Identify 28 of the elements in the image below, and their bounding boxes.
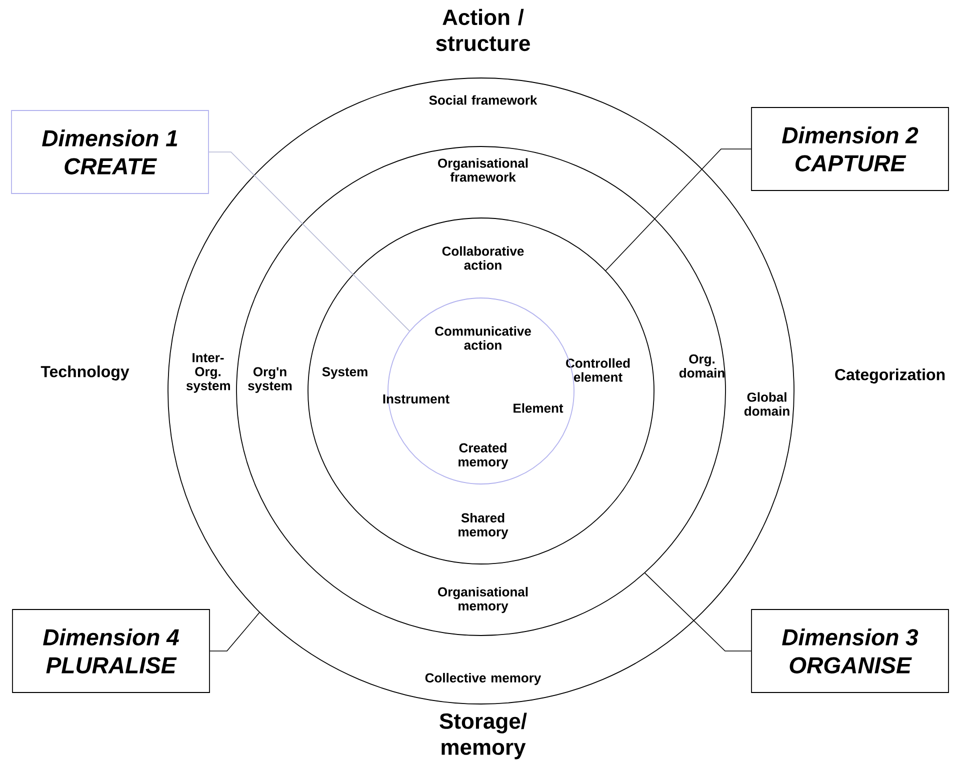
dimension-box: Dimension 1 CREATE xyxy=(11,110,209,194)
ring-label: Communicative action xyxy=(435,326,531,350)
ring-label: Organisational memory xyxy=(438,586,528,614)
leader-line xyxy=(605,148,752,271)
ring-label: Element xyxy=(514,403,564,413)
leader-line xyxy=(644,572,752,652)
ring-label: Collaborative action xyxy=(442,246,524,270)
ring-label: Global domain xyxy=(744,392,790,416)
leader-line xyxy=(210,612,260,652)
axis-label: Categorization xyxy=(835,368,945,384)
leader-line xyxy=(208,152,410,332)
ring-label: Org'n system xyxy=(248,367,292,393)
dimension-box: Dimension 2 CAPTURE xyxy=(751,107,949,191)
ring-label: System xyxy=(322,367,368,379)
axis-label: Action / structure xyxy=(436,8,530,52)
axis-label: Technology xyxy=(40,366,130,380)
ring-label: Inter-Org. system xyxy=(186,353,230,393)
ring-label: Controlled element xyxy=(566,358,630,382)
ring-label: Instrument xyxy=(383,394,450,404)
axis-label: Storage/ memory xyxy=(440,712,527,760)
ring-label: Shared memory xyxy=(458,512,508,540)
ring-label: Created memory xyxy=(458,442,508,470)
ring-label: Organisational framework xyxy=(438,158,528,182)
ring-label: Social framework xyxy=(429,95,538,105)
ring-label: Org. domain xyxy=(679,354,724,378)
dimension-box: Dimension 4 PLURALISE xyxy=(12,609,210,693)
dimension-box: Dimension 3 ORGANISE xyxy=(751,609,949,693)
ring-label: Collective memory xyxy=(425,672,542,686)
